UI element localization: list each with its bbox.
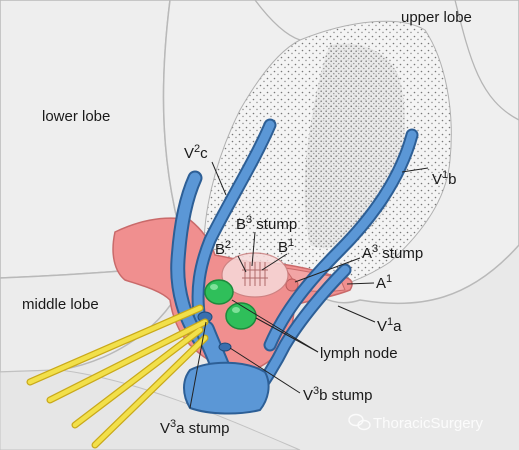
v3b-stump-marker bbox=[218, 342, 232, 352]
v3b-stump-label: V3b stump bbox=[303, 385, 373, 404]
v1a-label: V1a bbox=[377, 316, 402, 335]
lymph-node-label: lymph node bbox=[320, 345, 398, 362]
lymph-node bbox=[225, 302, 257, 330]
lymph-node-highlight bbox=[210, 284, 218, 290]
middle-lobe-label: middle lobe bbox=[22, 296, 99, 313]
a3-stump-label: A3 stump bbox=[362, 243, 423, 262]
upper-lobe-label: upper lobe bbox=[401, 9, 472, 26]
b2-label: B2 bbox=[215, 239, 231, 258]
b3-stump-suture bbox=[242, 262, 268, 286]
lymph-node-highlight bbox=[232, 307, 240, 313]
watermark: ThoracicSurgery bbox=[348, 413, 484, 432]
fissure-line bbox=[254, 0, 301, 41]
lymph-node bbox=[204, 279, 234, 305]
pulmonary-vein-trunk bbox=[183, 361, 270, 415]
fissure-line bbox=[454, 0, 519, 121]
v2c-label: V2c bbox=[184, 143, 208, 162]
b1-label: B1 bbox=[278, 237, 294, 256]
retraction-tapes-highlight bbox=[27, 305, 208, 448]
watermark-text: ThoracicSurgery bbox=[373, 415, 484, 432]
leader-lines bbox=[189, 161, 429, 409]
a1-label: A1 bbox=[376, 273, 392, 292]
lower-lobe-label: lower lobe bbox=[42, 108, 110, 125]
b3-stump-label: B3 stump bbox=[236, 214, 297, 233]
v3a-stump-label: V3a stump bbox=[160, 418, 230, 437]
wechat-icon bbox=[348, 413, 371, 431]
v1b-label: V1b bbox=[432, 169, 456, 188]
